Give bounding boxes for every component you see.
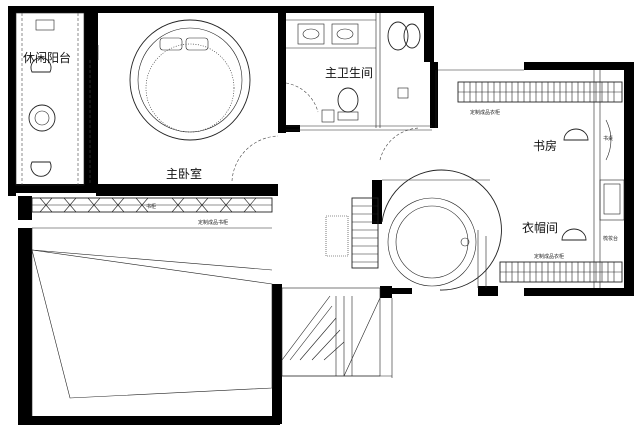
outer-walls bbox=[8, 6, 634, 425]
room-label-master-bedroom: 主卧室 bbox=[166, 166, 202, 181]
note-bookcase: 定制成品书柜 bbox=[198, 219, 228, 226]
wardrobe-strip-bedroom bbox=[31, 197, 273, 213]
room-label-balcony: 休闲阳台 bbox=[23, 50, 71, 65]
balcony-chairs bbox=[28, 19, 56, 177]
vanity-counter bbox=[325, 197, 379, 269]
note-cabinet-mark: 书柜 bbox=[146, 203, 156, 210]
wardrobe-strip-study bbox=[457, 81, 623, 103]
room-label-master-bath: 主卫生间 bbox=[325, 66, 373, 80]
note-wardrobe-top: 定制成品衣柜 bbox=[470, 109, 500, 116]
wardrobe-strip-cloak bbox=[499, 261, 623, 283]
room-label-study: 书房 bbox=[533, 138, 557, 153]
study-chairs bbox=[561, 119, 621, 241]
room-label-cloakroom: 衣帽间 bbox=[522, 220, 558, 235]
note-right-bottom: 梳妆台 bbox=[603, 235, 618, 242]
note-right-top: 书桌 bbox=[603, 135, 613, 142]
bath-fixtures bbox=[297, 21, 421, 123]
round-bed bbox=[129, 19, 251, 141]
structure-lines bbox=[15, 12, 625, 416]
note-wardrobe-bottom: 定制成品衣柜 bbox=[534, 253, 564, 260]
round-wardrobe-cloak bbox=[381, 169, 502, 291]
